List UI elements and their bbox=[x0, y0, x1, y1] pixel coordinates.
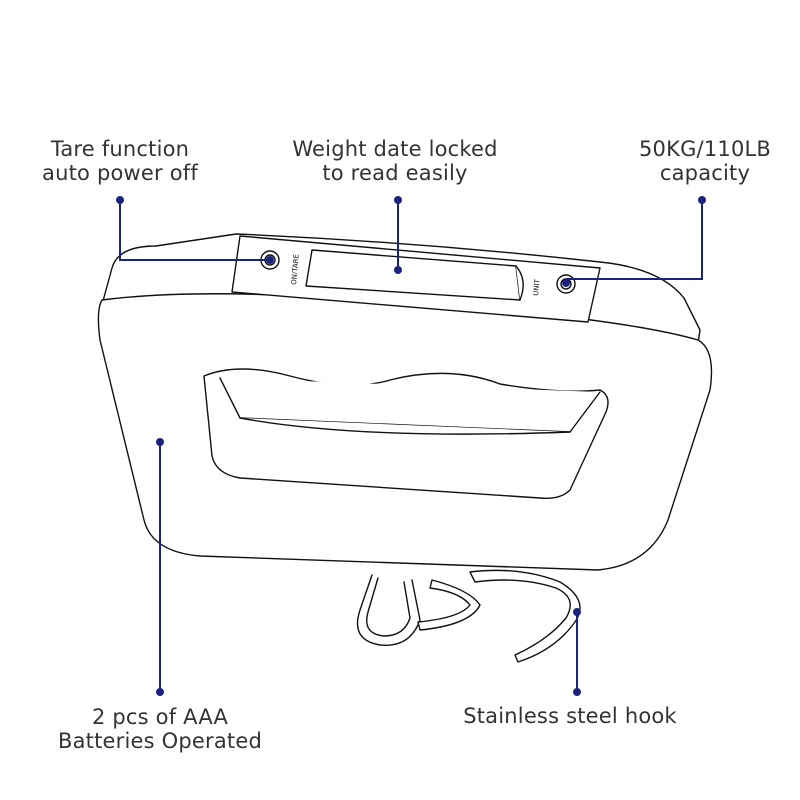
tare-label-line1: Tare function bbox=[50, 137, 190, 161]
leader-lines bbox=[116, 196, 706, 696]
capacity-label-line1: 50KG/110LB bbox=[638, 137, 772, 161]
steel-hook bbox=[356, 569, 581, 663]
batteries-label-line1: 2 pcs of AAA bbox=[91, 705, 229, 729]
batteries-leader-dot bbox=[156, 438, 164, 446]
batteries-label-line2: Batteries Operated bbox=[57, 729, 263, 753]
weight-leader-dot bbox=[394, 196, 402, 204]
tare-leader-dot bbox=[116, 196, 124, 204]
hook-label-line1: Stainless steel hook bbox=[463, 704, 677, 728]
unit-text: UNIT bbox=[532, 278, 541, 296]
capacity-leader-end-dot bbox=[562, 279, 570, 287]
weight-label-line2: to read easily bbox=[322, 161, 468, 185]
hook-label: Stainless steel hook bbox=[440, 704, 700, 728]
tare-leader-end-dot bbox=[266, 256, 274, 264]
tare-function-label: Tare function auto power off bbox=[20, 137, 220, 185]
on-tare-text: ON/TARE bbox=[290, 254, 301, 286]
tare-label-line2: auto power off bbox=[42, 161, 198, 185]
batteries-label: 2 pcs of AAA Batteries Operated bbox=[25, 705, 295, 753]
capacity-label-line2: capacity bbox=[659, 161, 751, 185]
hook-leader-end-dot bbox=[573, 688, 581, 696]
weight-label-line1: Weight date locked bbox=[292, 137, 498, 161]
display-panel: ON/TARE UNIT bbox=[231, 235, 601, 323]
weight-display-label: Weight date locked to read easily bbox=[270, 137, 520, 185]
hook-leader-dot bbox=[573, 608, 581, 616]
weight-leader-end-dot bbox=[394, 266, 402, 274]
capacity-leader-line bbox=[566, 200, 703, 280]
capacity-label: 50KG/110LB capacity bbox=[615, 137, 795, 185]
scale-handle bbox=[203, 368, 609, 500]
capacity-leader-dot bbox=[698, 196, 706, 204]
tare-leader-line bbox=[119, 200, 270, 261]
batteries-leader-end-dot bbox=[156, 688, 164, 696]
